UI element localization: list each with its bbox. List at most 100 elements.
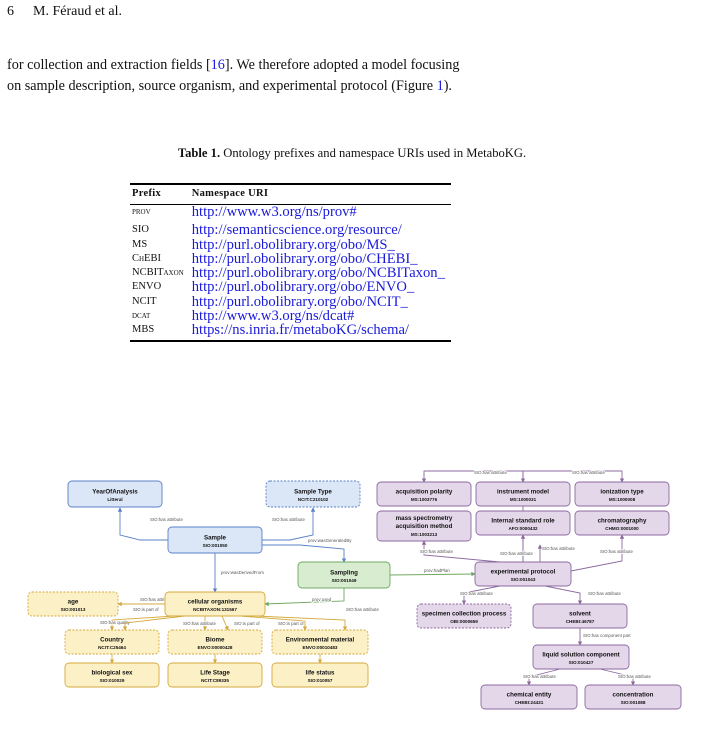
namespace-uri-link[interactable]: http://purl.obolibrary.org/obo/CHEBI_ [191,250,418,267]
diagram-edge [526,668,561,686]
node-id: SIO:001013 [61,607,86,612]
node-id: ENVO:00000428 [198,645,233,650]
edge-label: SIO:has attribute [588,591,622,596]
diagram-edge [389,571,476,577]
node-id: SIO:001049 [332,578,357,583]
diagram-edge [122,615,186,631]
node-title: Sample [204,535,227,542]
citation-link-16[interactable]: 16 [210,57,225,73]
node-id: Litteral [107,497,122,502]
node-id: AFO:0000432 [508,526,538,531]
table-caption-label: Table 1. [177,146,221,160]
edge-label: prov:wasDerivedFrom [221,570,264,575]
node-id: CHEBI:24431 [515,700,544,705]
edge-label: SIO:has attribute [542,546,576,551]
node-title: chemical entity [507,692,552,699]
namespace-uri-link[interactable]: http://www.w3.org/ns/dcat# [191,308,355,325]
node-box [532,603,628,629]
node-id: SIO:010029 [100,678,125,683]
node-id: SIO:001050 [203,543,228,548]
namespace-uri-link[interactable]: http://www.w3.org/ns/prov# [191,204,357,220]
node-title: biological sex [92,670,133,677]
prefix-cell: prov [132,206,151,217]
diagram-edge [421,540,501,563]
body-line-1: for collection and extraction fields [16… [7,55,697,76]
node-title: Sampling [330,570,358,577]
node-box [167,662,263,688]
running-authors: M. Féraud et al. [33,4,123,19]
node-title: acquisition polarity [396,489,453,496]
table-caption: Table 1. Ontology prefixes and namespace… [0,146,704,161]
diagram-edge [239,615,308,631]
node-title: Life Stage [200,670,230,677]
node-title: solvent [569,611,591,618]
namespace-uri-link[interactable]: http://purl.obolibrary.org/obo/MS_ [191,236,395,253]
node-id: NCIT:C210102 [298,497,329,502]
body-text-segment: on sample description, source organism, … [7,78,437,94]
diagram-edge [544,585,583,605]
edge-label: SIO:has attribute [572,470,606,475]
figure-link-1[interactable]: 1 [436,78,444,94]
node-id: OBI:0000659 [450,619,478,624]
page-number: 6 [7,4,14,19]
namespace-uri-link[interactable]: https://ns.inria.fr/metaboKG/schema/ [189,323,451,342]
edge-label: SIO:has quality [100,620,131,625]
node-box [64,629,160,655]
node-id: MS:1000031 [510,497,537,502]
namespace-uri-link[interactable]: http://purl.obolibrary.org/obo/NCIT_ [191,293,408,310]
node-title: experimental protocol [491,569,556,576]
edge-label: SIO:is part of [133,607,159,612]
diagram-edge [221,615,229,631]
namespace-uri-link[interactable]: http://semanticscience.org/resource/ [191,222,402,239]
table-row: MS http://purl.obolibrary.org/obo/MS_ [130,236,451,253]
node-title: instrument model [497,489,549,496]
edge-label: SIO:has attribute [150,517,184,522]
node-title: ionization type [600,489,644,496]
edge-label: SIO:has attribute [272,517,306,522]
edge-label: SIO:is part of [234,621,260,626]
edge-label: SIO:has attribute [474,470,508,475]
edge-label: SIO:is part of [278,621,304,626]
node-title: YearOfAnalysis [92,489,138,496]
edge-label: prov:wasGeneratedBy [308,538,352,543]
prefix-cell: ChEBI [132,252,161,264]
prefix-cell: MBS [130,323,190,342]
body-line-2: on sample description, source organism, … [7,76,697,97]
node-box [265,480,361,508]
diagram-edge [117,507,168,541]
prefix-cell: SIO [132,224,149,236]
node-id: NCIT:C89335 [201,678,229,683]
namespace-uri-link[interactable]: http://purl.obolibrary.org/obo/NCBITaxon… [191,265,445,282]
edge-label: SIO:has attribute [500,551,534,556]
node-box [167,629,263,655]
node-title: Biome [206,637,225,644]
node-id: MS:1003213 [411,532,438,537]
diagram-edge [262,507,316,541]
node-box [271,662,369,688]
node-box [475,510,571,536]
prefix-cell: MS [132,238,148,250]
namespace-uri-link[interactable]: http://purl.obolibrary.org/obo/ENVO_ [191,279,415,296]
diagram-edge [599,668,636,686]
node-title: Internal standard role [491,518,555,525]
node-title: Country [100,637,124,644]
body-text-segment: ). [443,78,452,94]
diagram-edge [262,544,347,563]
